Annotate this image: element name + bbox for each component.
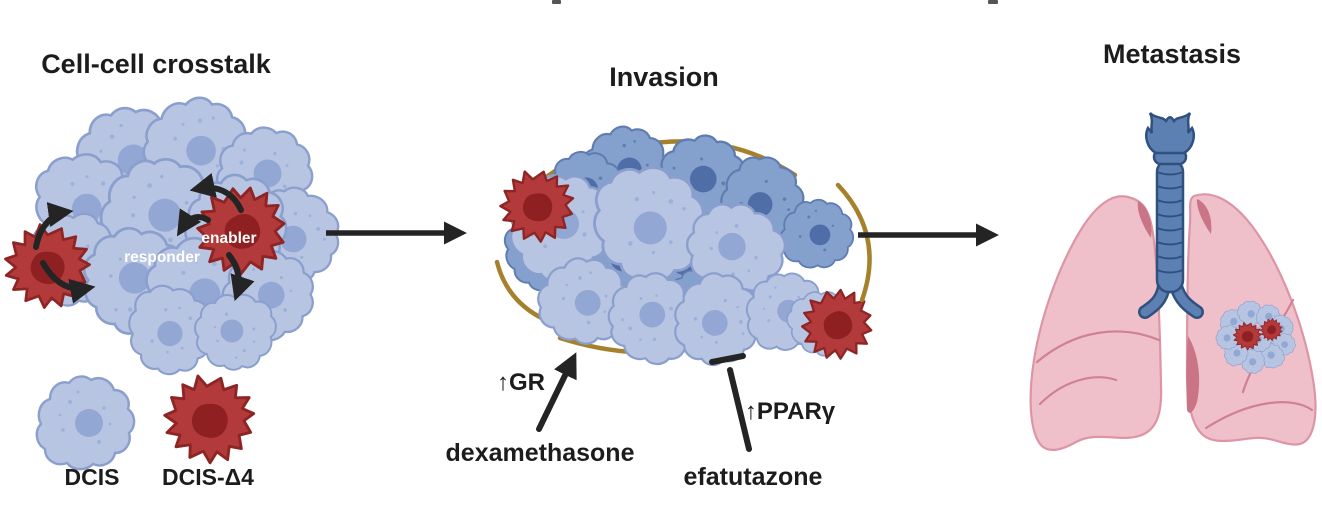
trachea-icon [1138, 112, 1204, 319]
metastasis-title: Metastasis [1102, 39, 1242, 69]
activation-arrow-icon [536, 352, 577, 432]
enabler-label: enabler [201, 230, 257, 247]
legend-dcis-delta4-label: DCIS-Δ4 [162, 464, 254, 490]
cropped-text-remnant [552, 0, 998, 4]
legend-dcis-delta4-cell-icon [154, 365, 264, 473]
gr-upregulation-label: ↑GR [497, 369, 545, 396]
legend-dcis-cell-icon [37, 376, 134, 469]
inhibition-tbar-icon [709, 353, 752, 452]
ppar-gamma-upregulation-label: ↑PPARγ [744, 398, 836, 425]
ecm-fiber-overlay [835, 182, 872, 303]
responder-label: responder [124, 249, 200, 266]
legend-dcis-label: DCIS [64, 464, 120, 490]
left-lung [1029, 195, 1163, 451]
dexamethasone-label: dexamethasone [445, 439, 635, 467]
crosstalk-arrows [33, 173, 255, 304]
crosstalk-title: Cell-cell crosstalk [41, 49, 271, 79]
efatutazone-label: efatutazone [683, 463, 823, 491]
lungs-icon [1029, 112, 1317, 451]
invasion-title: Invasion [609, 62, 719, 92]
